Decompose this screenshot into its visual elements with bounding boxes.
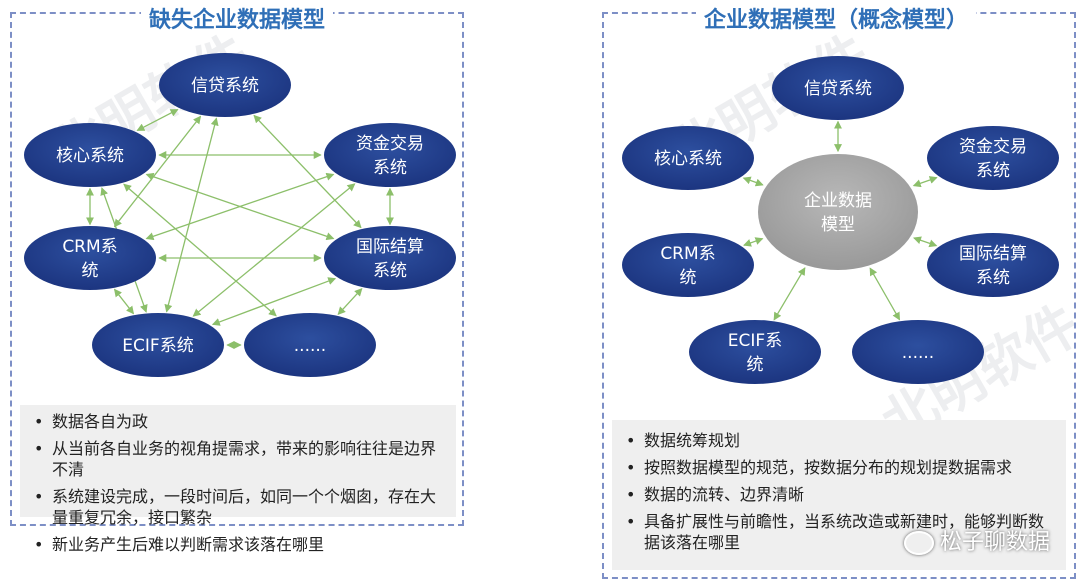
- arrow-center-crm: [743, 237, 764, 247]
- arrow-center-core: [742, 176, 764, 187]
- arrow-intl-ecif: [211, 277, 337, 326]
- node-ellipse: [244, 313, 376, 377]
- wechat-account-name: 松子聊数据: [940, 530, 1051, 555]
- arrow-center-treasury: [912, 176, 938, 188]
- node-ellipse: [927, 126, 1059, 190]
- node-label: ......: [902, 343, 934, 363]
- arrow-center-more: [869, 267, 901, 321]
- node-ellipse: [324, 123, 456, 187]
- bullet-item: 数据统筹规划: [626, 430, 1056, 451]
- left-node-core: 核心系统: [24, 123, 156, 187]
- node-ellipse: [324, 226, 456, 290]
- arrow-intl-more: [337, 287, 363, 316]
- left-node-credit: 信贷系统: [159, 53, 291, 117]
- node-ellipse: [622, 233, 754, 297]
- node-label: ECIF系: [728, 331, 782, 351]
- node-label: 核心系统: [56, 146, 124, 166]
- node-ellipse: [689, 320, 821, 384]
- arrow-credit-core: [136, 108, 179, 132]
- left-bullet-box: 数据各自为政 从当前各自业务的视角提需求，带来的影响往往是边界不清 系统建设完成…: [20, 405, 456, 555]
- node-label: 国际结算: [959, 244, 1027, 264]
- node-ellipse: [159, 53, 291, 117]
- node-ellipse: [852, 320, 984, 384]
- arrow-center-intl: [913, 236, 938, 248]
- wechat-watermark: 松子聊数据: [904, 524, 1050, 556]
- bullet-item: 按照数据模型的规范，按数据分布的规划提数据需求: [626, 457, 1056, 478]
- right-bullet-box: 数据统筹规划 按照数据模型的规范，按数据分布的规划提数据需求 数据的流转、边界清…: [612, 420, 1066, 570]
- right-node-core: 核心系统: [622, 126, 754, 190]
- arrow-crm-ecif: [113, 288, 135, 315]
- node-label: 统: [82, 261, 99, 281]
- node-label: 系统: [373, 261, 407, 281]
- node-ellipse: [927, 233, 1059, 297]
- enterprise-data-model-node: 企业数据模型: [758, 154, 918, 270]
- bullet-item: 具备扩展性与前瞻性，当系统改造或新建时，能够判断数据该落在哪里: [626, 511, 1056, 553]
- node-ellipse: [24, 226, 156, 290]
- node-label: 统: [747, 355, 764, 375]
- left-node-more: ......: [244, 313, 376, 377]
- node-ellipse: [92, 313, 224, 377]
- node-label: 核心系统: [654, 149, 722, 169]
- bullet-item: 新业务产生后难以判断需求该落在哪里: [34, 534, 446, 555]
- node-ellipse: [24, 123, 156, 187]
- node-label: 企业数据: [804, 191, 872, 211]
- right-panel-title: 企业数据模型（概念模型）: [695, 2, 977, 34]
- node-label: 系统: [373, 158, 407, 178]
- node-label: 信贷系统: [191, 76, 259, 96]
- node-label: 系统: [976, 268, 1010, 288]
- node-label: ......: [294, 336, 326, 356]
- right-node-ecif: ECIF系统: [689, 320, 821, 384]
- node-label: ECIF系统: [122, 336, 193, 356]
- node-label: 资金交易: [356, 134, 424, 154]
- left-panel-title: 缺失企业数据模型: [140, 2, 334, 34]
- bullet-item: 数据各自为政: [34, 411, 446, 432]
- arrow-credit-ecif: [164, 117, 219, 313]
- bullet-item: 系统建设完成，一段时间后，如同一个个烟囱，存在大量重复冗余，接口繁杂: [34, 486, 446, 528]
- node-ellipse: [758, 154, 918, 270]
- left-node-ecif: ECIF系统: [92, 313, 224, 377]
- wechat-icon: [904, 531, 934, 555]
- arrow-center-ecif: [773, 267, 806, 321]
- node-label: 统: [680, 268, 697, 288]
- node-label: 国际结算: [356, 237, 424, 257]
- node-ellipse: [622, 126, 754, 190]
- node-label: 信贷系统: [804, 79, 872, 99]
- node-label: 模型: [821, 215, 855, 235]
- right-node-more: ......: [852, 320, 984, 384]
- bullet-item: 从当前各自业务的视角提需求，带来的影响往往是边界不清: [34, 438, 446, 480]
- node-label: 系统: [976, 161, 1010, 181]
- node-label: CRM系: [62, 237, 117, 257]
- bullet-item: 数据的流转、边界清晰: [626, 484, 1056, 505]
- node-ellipse: [772, 56, 904, 120]
- node-label: 资金交易: [959, 137, 1027, 157]
- node-label: CRM系: [660, 244, 715, 264]
- right-node-credit: 信贷系统: [772, 56, 904, 120]
